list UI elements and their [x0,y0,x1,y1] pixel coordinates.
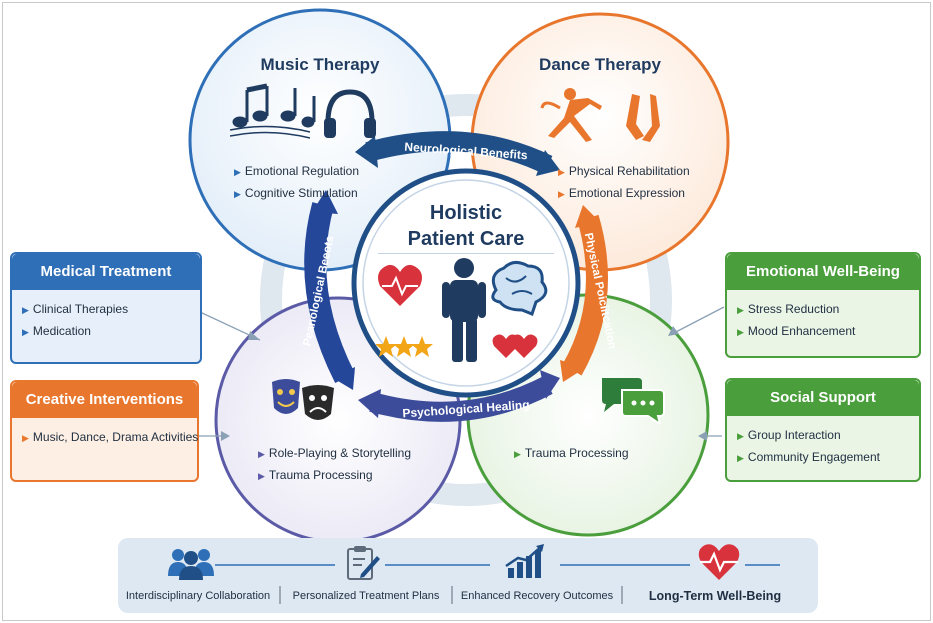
drama-masks-icon [272,379,334,420]
center-divider [378,253,554,254]
bottom-label-collaboration: Interdisciplinary Collaboration [125,590,271,602]
growth-chart-icon [505,544,544,578]
heartbeat-icon [698,544,740,580]
brain-icon [491,261,548,316]
clipboard-edit-icon [347,546,380,580]
list-item: ▶Medication [22,324,91,338]
list-item: ▶Music, Dance, Drama Activities [22,430,199,444]
drama-therapy-list: ▶Role-Playing & Storytelling ▶Trauma Pro… [258,442,411,486]
list-item: ▶Trauma Processing [514,446,629,460]
bottom-label-recovery: Enhanced Recovery Outcomes [460,590,614,602]
list-item: ▶Trauma Processing [258,468,373,482]
list-item: ▶Mood Enhancement [737,324,856,338]
center-title-line2: Patient Care [407,228,525,250]
list-item: ▶Group Interaction [737,428,841,442]
medical-treatment-box: Medical Treatment ▶Clinical Therapies ▶M… [10,252,202,364]
list-item: ▶Community Engagement [737,450,880,464]
emotional-wellbeing-box: Emotional Well-Being ▶Stress Reduction ▶… [725,252,921,358]
creative-interventions-title: Creative Interventions [12,382,197,418]
hearts-icon [492,334,538,358]
music-notes-icon [230,83,316,139]
medical-treatment-list: ▶Clinical Therapies ▶Medication [12,290,200,342]
music-therapy-list: ▶Emotional Regulation ▶Cognitive Stimula… [234,160,359,204]
social-therapy-list: ▶Trauma Processing [514,442,629,464]
social-support-list: ▶Group Interaction ▶Community Engagement [727,416,919,468]
heart-pulse-icon [378,264,422,306]
center-illustration [376,258,548,362]
bottom-label-treatment-plans: Personalized Treatment Plans [292,590,440,602]
patient-person-icon [442,258,486,362]
social-support-box: Social Support ▶Group Interaction ▶Commu… [725,378,921,482]
list-item: ▶Physical Rehabilitation [558,164,690,178]
creative-interventions-list: ▶Music, Dance, Drama Activities [12,418,199,448]
social-support-title: Social Support [727,380,919,416]
stars-icon [376,336,433,357]
list-item: ▶Emotional Expression [558,186,685,200]
emotional-wellbeing-list: ▶Stress Reduction ▶Mood Enhancement [727,290,919,342]
list-item: ▶Stress Reduction [737,302,840,316]
dance-therapy-list: ▶Physical Rehabilitation ▶Emotional Expr… [558,160,690,204]
emotional-wellbeing-title: Emotional Well-Being [727,254,919,290]
center-title: Holistic Patient Care [366,200,566,252]
dance-therapy-title: Dance Therapy [539,55,661,74]
center-title-line1: Holistic [429,202,503,224]
chat-bubbles-icon [602,378,665,424]
dancer-icon [540,88,660,142]
creative-interventions-box: Creative Interventions ▶Music, Dance, Dr… [10,380,199,482]
list-item: ▶Role-Playing & Storytelling [258,446,411,460]
list-item: ▶Cognitive Stimulation [234,186,358,200]
list-item: ▶Emotional Regulation [234,164,359,178]
music-therapy-title: Music Therapy [260,55,380,74]
headphones-icon [324,89,376,138]
people-group-icon [168,549,214,580]
list-item: ▶Clinical Therapies [22,302,129,316]
bottom-label-wellbeing: Long-Term Well-Being [648,589,782,603]
medical-treatment-title: Medical Treatment [12,254,200,290]
